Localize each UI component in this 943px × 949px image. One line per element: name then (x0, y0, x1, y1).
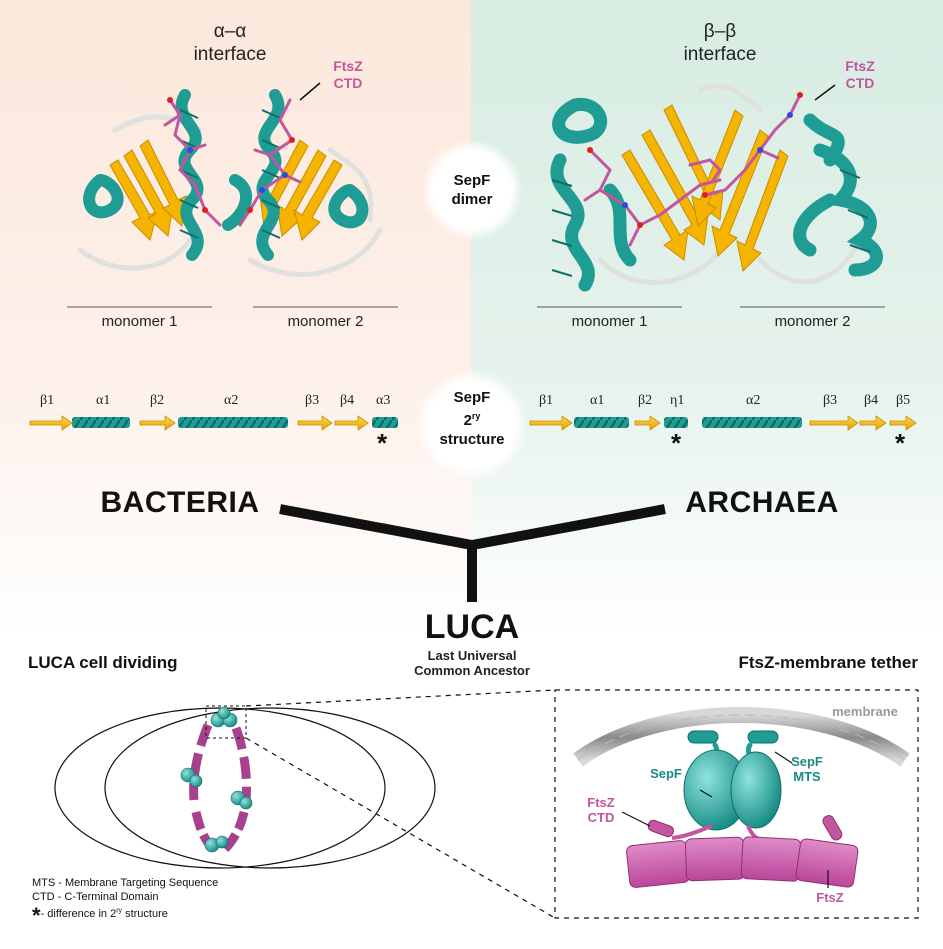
difference-star-bacteria: * (377, 428, 388, 458)
legend-star-sup: ry (116, 907, 123, 915)
ftsz-ctd-label-tether: FtsZ CTD (587, 795, 615, 825)
sepf-label: SepF (650, 766, 682, 781)
bacteria-label: BACTERIA (100, 486, 260, 519)
legend-ctd: CTD - C-Terminal Domain (32, 891, 159, 903)
ss-label-b-alpha1: α1 (96, 393, 111, 408)
ss-label-a-alpha2: α2 (746, 393, 761, 408)
ftsz-label: FtsZ (816, 890, 844, 905)
ss-label-a-eta1: η1 (670, 393, 685, 408)
legend-star-text: - difference in 2 (40, 908, 117, 920)
evolution-tree (279, 504, 666, 602)
difference-star-archaea-eta1: * (671, 428, 682, 458)
ss-label-a-beta3: β3 (823, 393, 838, 408)
legend-star: * (32, 903, 41, 928)
structure-line3: structure (439, 431, 505, 448)
archaeal-sepf-dimer-structure (550, 83, 883, 292)
archaea-secondary-structure-bar (529, 415, 917, 431)
membrane-label: membrane (832, 704, 898, 719)
ftsz-ctd-label-left: FtsZ CTD (333, 58, 363, 91)
ss-label-a-beta1: β1 (539, 393, 554, 408)
sepf-dimer-badge (422, 140, 522, 240)
ss-label-b-beta1: β1 (40, 393, 55, 408)
ss-label-a-beta5: β5 (896, 393, 911, 408)
ss-label-b-beta2: β2 (150, 393, 165, 408)
sepf-mts-label: SepF MTS (791, 754, 823, 784)
ftsz-ctd-label-right: FtsZ CTD (845, 58, 875, 91)
ss-label-b-beta4: β4 (340, 393, 355, 408)
difference-star-archaea-beta5: * (895, 428, 906, 458)
tether-zoom-box (554, 689, 919, 919)
luca-cell-title: LUCA cell dividing (28, 653, 178, 672)
sepf-structure-badge (417, 370, 527, 480)
legend-mts: MTS - Membrane Targeting Sequence (32, 877, 219, 889)
zoom-projection-lines (245, 689, 556, 919)
luca-cell (54, 705, 436, 869)
monomer1-label-right: monomer 1 (571, 313, 648, 330)
ss-label-b-alpha2: α2 (224, 393, 239, 408)
sepf-dimer-label: SepF dimer (451, 172, 493, 208)
luca-full-name: Last Universal Common Ancestor (414, 648, 530, 678)
structure-line1: SepF (453, 389, 491, 406)
legend-star-note: *- difference in 2ry structure (32, 903, 168, 929)
structure-line2: 2ry (417, 407, 527, 430)
monomer2-label-left: monomer 2 (287, 313, 364, 330)
beta-beta-interface-label: β–β interface (683, 21, 757, 65)
ss-label-a-alpha1: α1 (590, 393, 605, 408)
ss-label-a-beta4: β4 (864, 393, 879, 408)
bacteria-secondary-structure-bar (29, 415, 398, 431)
sepf-structure-label: SepF 2ry structure (417, 388, 527, 449)
archaea-label: ARCHAEA (685, 486, 839, 519)
structure-line2-sup: ry (471, 411, 481, 421)
monomer2-label-right: monomer 2 (774, 313, 851, 330)
alpha-alpha-interface-label: α–α interface (193, 21, 267, 65)
structure-line2-main: 2 (463, 412, 472, 429)
ss-label-b-alpha3: α3 (376, 393, 391, 408)
monomer1-label-left: monomer 1 (101, 313, 178, 330)
ss-label-b-beta3: β3 (305, 393, 320, 408)
luca-label: LUCA (424, 608, 520, 646)
tether-title: FtsZ-membrane tether (738, 653, 918, 672)
ss-label-a-beta2: β2 (638, 393, 653, 408)
legend-star-end: structure (122, 908, 168, 920)
bacterial-sepf-dimer-structure (77, 82, 383, 277)
